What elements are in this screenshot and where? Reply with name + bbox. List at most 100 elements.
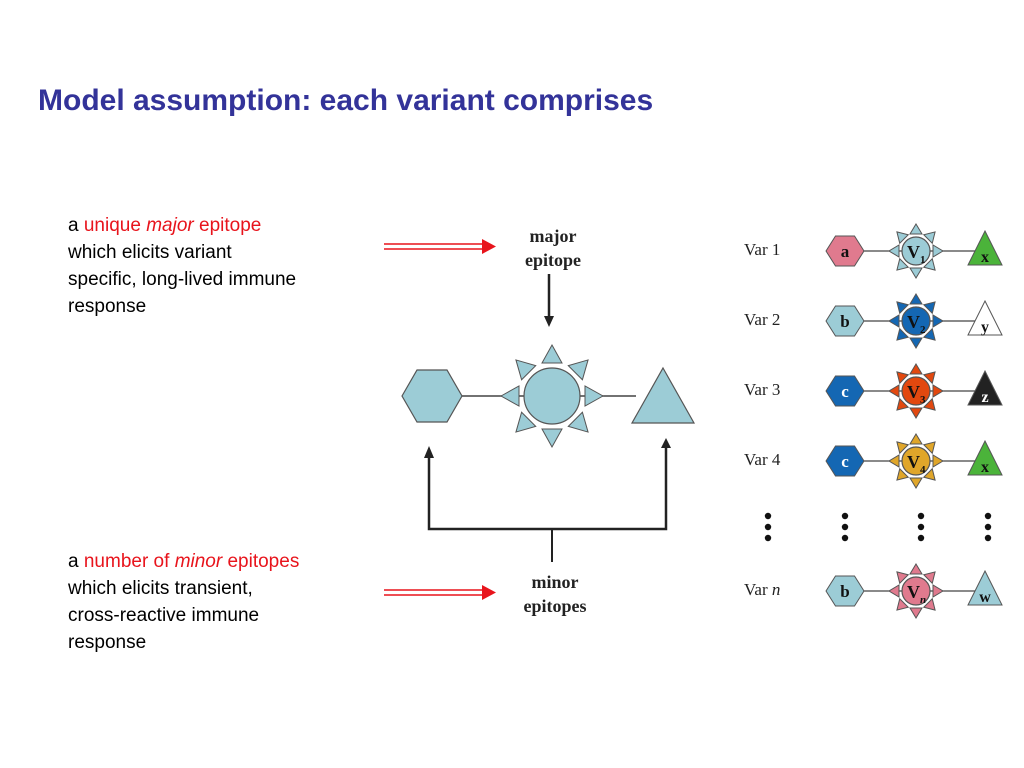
left-hexagon — [825, 305, 865, 337]
left-hexagon — [825, 375, 865, 407]
central-hexagon — [401, 369, 463, 423]
spike-triangle — [922, 301, 936, 315]
right-triangle — [967, 439, 1003, 476]
spike-triangle — [922, 327, 936, 341]
minor-pointer-arrow — [384, 585, 496, 600]
core-circle — [901, 306, 931, 336]
core-circle — [901, 446, 931, 476]
spike-triangle — [909, 363, 923, 375]
ellipsis-dot — [984, 523, 992, 531]
variant-label: Var 4 — [744, 450, 781, 469]
minor-label-line-1: minor — [531, 572, 579, 592]
spike-triangle — [909, 267, 923, 279]
minor-bracket-arrows — [424, 438, 671, 562]
central-starburst — [499, 343, 605, 449]
spike-triangle — [932, 384, 944, 398]
desc-line-3: specific, long-lived immune — [68, 269, 297, 290]
ellipsis-dot — [917, 523, 925, 531]
desc-line-2: which elicits transient, — [68, 578, 253, 599]
spike-triangle — [922, 257, 936, 271]
spike-triangle — [909, 563, 923, 575]
spike-triangle — [909, 337, 923, 349]
right-epitope-letter: y — [981, 319, 989, 336]
spike-triangle — [922, 467, 936, 481]
variant-label: Var 3 — [744, 380, 781, 399]
spike-triangle — [932, 244, 944, 258]
minor-label-line-2: epitopes — [523, 596, 587, 616]
variant-starburst — [888, 363, 944, 419]
variant-starburst — [888, 223, 944, 279]
ellipsis-dot — [841, 523, 849, 531]
right-epitope-letter: x — [981, 459, 989, 476]
variant-starburst — [888, 293, 944, 349]
desc-minor: minor — [174, 551, 223, 572]
spike-triangle — [909, 293, 923, 305]
spike-triangle — [896, 571, 910, 585]
left-epitope-letter: c — [841, 452, 849, 471]
major-epitope-description: a unique major epitope which elicits var… — [68, 212, 368, 320]
spike-triangle — [922, 397, 936, 411]
spike-triangle — [515, 359, 537, 381]
spike-triangle — [932, 314, 944, 328]
spike-triangle — [896, 597, 910, 611]
spike-triangle — [499, 385, 520, 407]
spike-triangle — [909, 223, 923, 235]
spike-triangle — [922, 371, 936, 385]
desc-line-3: cross-reactive immune — [68, 605, 260, 626]
desc-line-4: response — [68, 296, 147, 317]
central-variant-shape — [401, 343, 696, 449]
core-circle — [523, 367, 581, 425]
left-epitope-letter: a — [841, 242, 850, 261]
variant-label: Var 1 — [744, 240, 781, 259]
ellipsis-dot — [984, 534, 992, 542]
spike-triangle — [896, 441, 910, 455]
spike-triangle — [932, 454, 944, 468]
minor-epitopes-label: minor epitopes — [500, 570, 610, 618]
spike-triangle — [541, 428, 563, 449]
right-triangle — [967, 369, 1003, 406]
central-triangle — [630, 366, 696, 424]
spike-triangle — [888, 454, 900, 468]
left-epitope-letter: b — [840, 312, 849, 331]
spike-triangle — [896, 467, 910, 481]
minor-epitopes-description: a number of minor epitopes which elicits… — [68, 548, 368, 656]
ellipsis-dot — [764, 512, 772, 520]
spike-triangle — [541, 343, 563, 364]
ellipsis-dot — [917, 512, 925, 520]
ellipsis-dot — [841, 534, 849, 542]
spike-triangle — [909, 433, 923, 445]
core-circle — [901, 376, 931, 406]
spike-triangle — [896, 257, 910, 271]
ellipsis-dot — [984, 512, 992, 520]
spike-triangle — [932, 584, 944, 598]
spike-triangle — [888, 244, 900, 258]
spike-triangle — [922, 597, 936, 611]
desc-number-of: number of — [83, 551, 170, 572]
spike-triangle — [896, 231, 910, 245]
major-pointer-arrow — [384, 239, 496, 254]
slide-title: Model assumption: each variant comprises — [38, 84, 654, 117]
starburst — [499, 343, 605, 449]
major-label-line-2: epitope — [525, 250, 581, 270]
desc-epitopes: epitopes — [227, 551, 300, 572]
spike-triangle — [896, 301, 910, 315]
left-hexagon — [825, 575, 865, 607]
desc-epitope: epitope — [199, 215, 262, 236]
continuation-dots — [764, 512, 992, 542]
spike-triangle — [888, 584, 900, 598]
spike-triangle — [909, 407, 923, 419]
right-epitope-letter: z — [981, 389, 988, 406]
variant-starburst — [888, 433, 944, 489]
desc-a: a — [68, 215, 79, 236]
spike-triangle — [896, 371, 910, 385]
spike-triangle — [909, 477, 923, 489]
spike-triangle — [909, 607, 923, 619]
major-epitope-label: major epitope — [503, 224, 603, 272]
desc-unique: unique — [83, 215, 141, 236]
left-epitope-letter: b — [840, 582, 849, 601]
core-circle — [901, 576, 931, 606]
